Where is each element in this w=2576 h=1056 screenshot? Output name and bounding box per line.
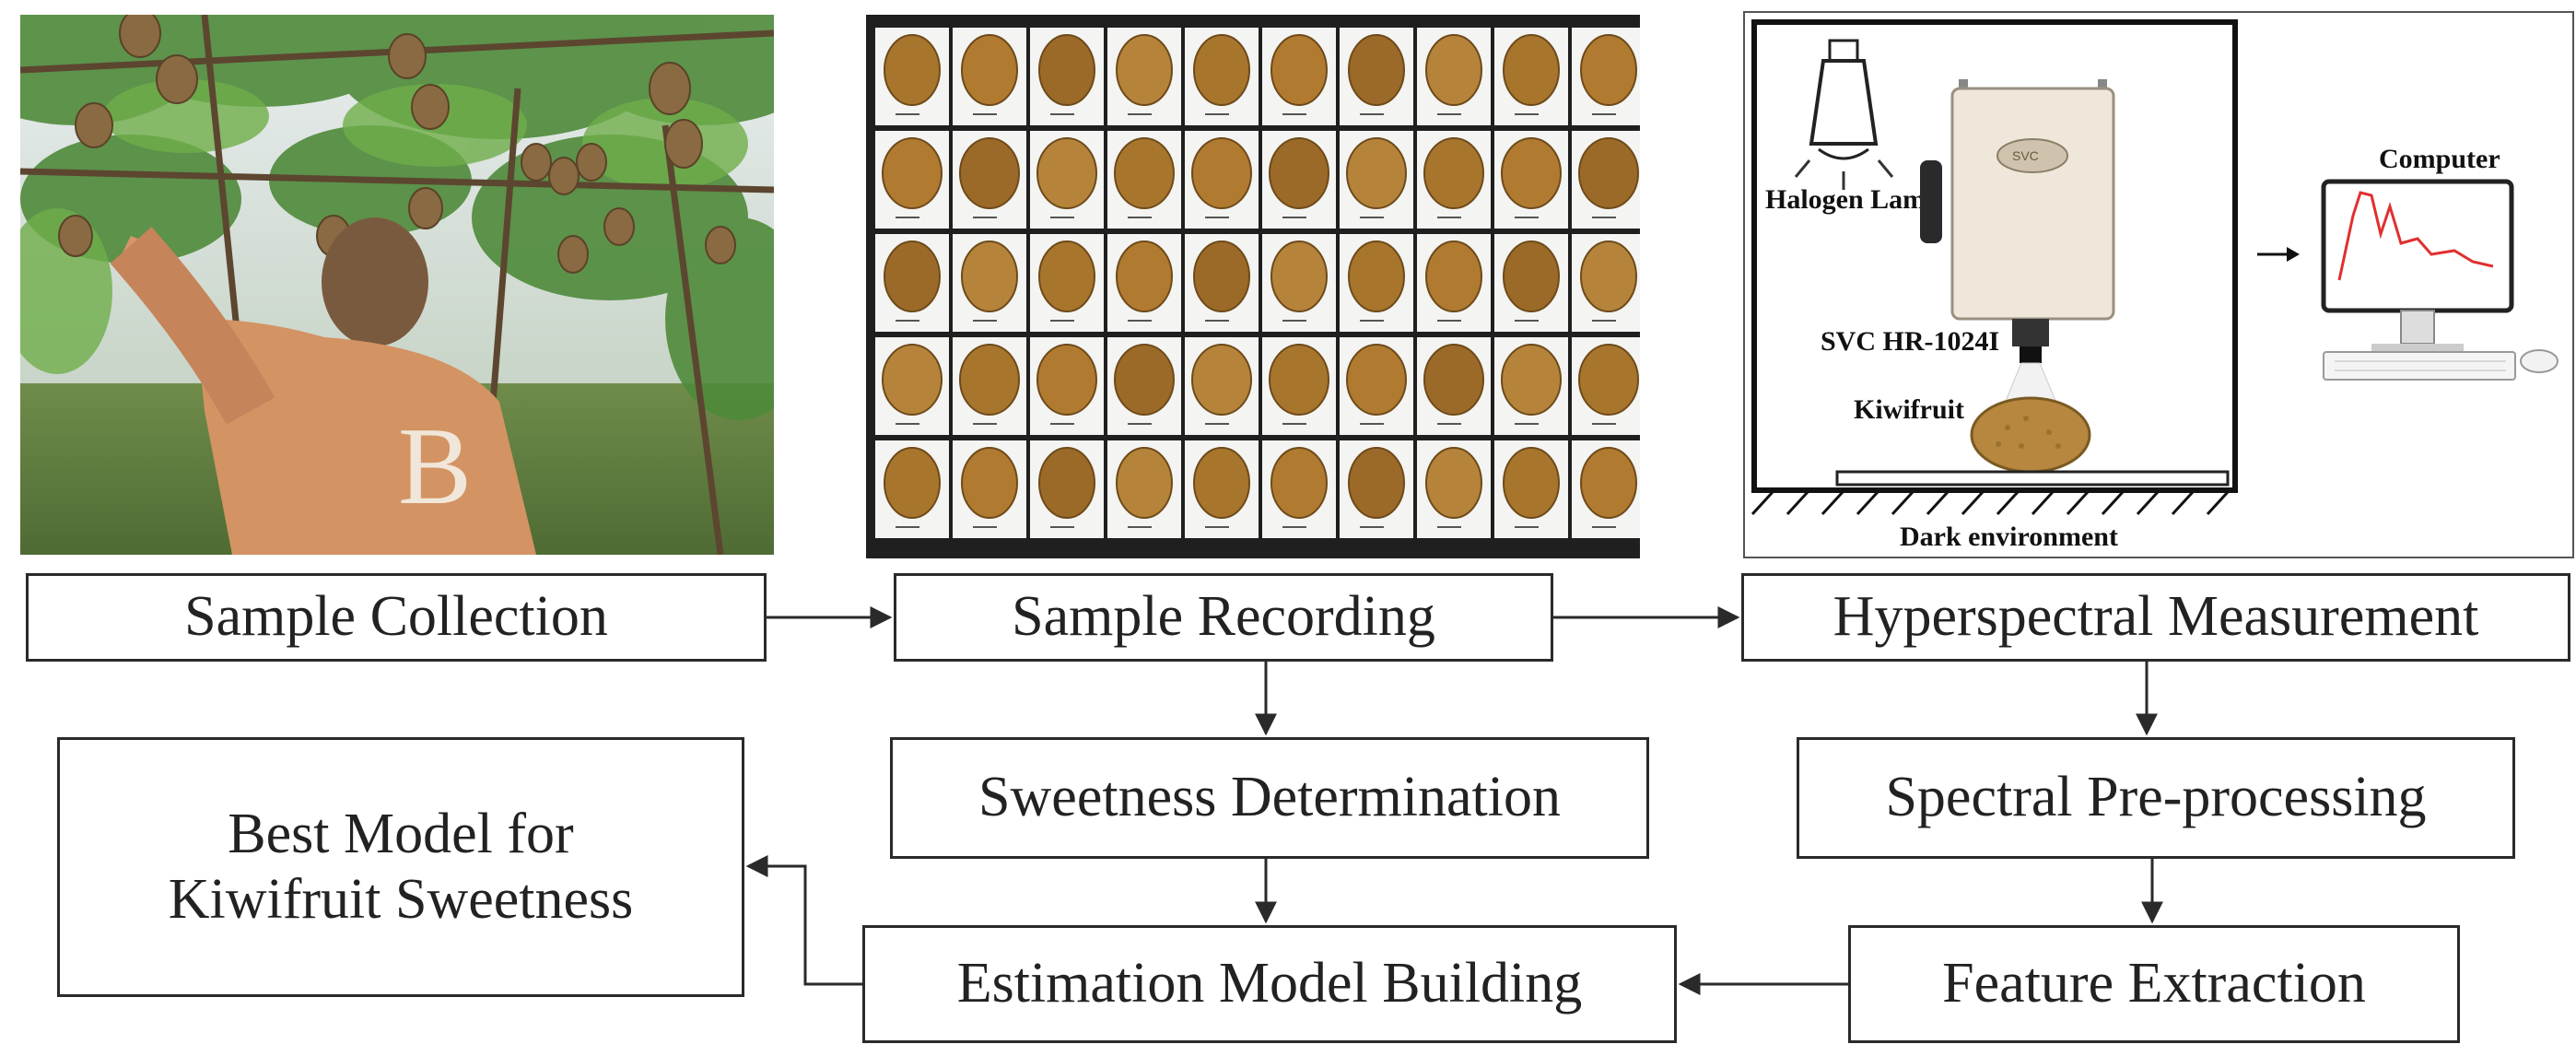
spectral-preprocessing-label: Spectral Pre-processing — [1885, 766, 2427, 829]
feature-extraction-label: Feature Extraction — [1942, 952, 2366, 1015]
kiwifruit-sample — [1423, 137, 1484, 209]
hyperspectral-measurement-box: Hyperspectral Measurement — [1741, 573, 2570, 662]
kiwifruit-sample — [1114, 137, 1175, 209]
kiwifruit-sample — [1116, 447, 1173, 519]
sample-collection-box: Sample Collection — [26, 573, 767, 662]
samples-photo — [866, 15, 1640, 558]
computer-label: Computer — [2379, 144, 2500, 174]
sample-recording-label: Sample Recording — [1012, 585, 1435, 649]
svg-text:SVC: SVC — [2012, 148, 2039, 163]
kiwifruit-sample — [1193, 241, 1250, 312]
kiwifruit-sample — [959, 137, 1020, 209]
estimation-model-box: Estimation Model Building — [862, 925, 1677, 1043]
kiwifruit-sample — [1578, 344, 1639, 416]
kiwifruit-sample — [1425, 241, 1482, 312]
kiwifruit-sample — [1501, 344, 1562, 416]
kiwifruit-sample — [961, 447, 1018, 519]
kiwifruit-sample — [1191, 137, 1252, 209]
kiwifruit-sample — [1269, 137, 1329, 209]
kiwifruit-sample — [884, 34, 941, 106]
svg-text:B: B — [398, 405, 472, 527]
kiwifruit-sample — [1116, 34, 1173, 106]
feature-extraction-box: Feature Extraction — [1848, 925, 2460, 1043]
arrow-estimation-to-best-model — [745, 855, 862, 986]
hyperspectral-setup-panel: Halogen Lamp SVC SVC HR-1024I Kiwifruit — [1743, 11, 2574, 558]
kiwifruit-sample — [1425, 447, 1482, 519]
kiwifruit-sample — [1193, 447, 1250, 519]
kiwifruit-sample — [882, 137, 943, 209]
spectrometer-device: SVC — [1920, 79, 2115, 363]
device-label: SVC HR-1024I — [1821, 326, 1999, 357]
kiwifruit-sample — [1501, 137, 1562, 209]
kiwifruit-sample — [1503, 447, 1560, 519]
kiwifruit-sample — [884, 241, 941, 312]
kiwifruit-sample-grid — [866, 15, 1640, 558]
kiwifruit-sample — [1270, 34, 1328, 106]
estimation-model-label: Estimation Model Building — [956, 952, 1583, 1015]
hyperspectral-measurement-label: Hyperspectral Measurement — [1832, 585, 2479, 649]
best-model-label: Best Model for Kiwifruit Sweetness — [168, 802, 634, 931]
kiwifruit-sample — [1038, 241, 1095, 312]
orchard-illustration: B — [20, 15, 774, 555]
kiwifruit-sample — [1425, 34, 1482, 106]
kiwifruit-sample — [961, 34, 1018, 106]
kiwifruit-sample — [1114, 344, 1175, 416]
fruit-label: Kiwifruit — [1854, 394, 1964, 425]
kiwifruit-sample — [1269, 344, 1329, 416]
kiwifruit-sample — [1036, 344, 1097, 416]
kiwifruit-sample — [1580, 241, 1637, 312]
kiwifruit-sample — [961, 241, 1018, 312]
sample-collection-label: Sample Collection — [184, 585, 608, 649]
computer-icon — [2321, 179, 2558, 381]
kiwifruit-sample — [1346, 344, 1407, 416]
kiwifruit-sample — [1503, 241, 1560, 312]
kiwifruit-sample — [959, 344, 1020, 416]
kiwifruit-sample — [1116, 241, 1173, 312]
kiwifruit-sample — [1270, 241, 1328, 312]
halogen-lamp-icon — [1794, 39, 1894, 190]
kiwifruit-sample — [1503, 34, 1560, 106]
spectral-preprocessing-box: Spectral Pre-processing — [1797, 737, 2515, 859]
kiwifruit-sample — [1580, 34, 1637, 106]
kiwifruit-sample — [1578, 137, 1639, 209]
orchard-photo: B — [20, 15, 774, 555]
sample-recording-box: Sample Recording — [894, 573, 1553, 662]
kiwifruit-sample — [1348, 34, 1405, 106]
kiwifruit-sample — [1193, 34, 1250, 106]
kiwifruit-sample — [1346, 137, 1407, 209]
sweetness-determination-box: Sweetness Determination — [890, 737, 1649, 859]
environment-label: Dark environment — [1900, 522, 2118, 552]
best-model-box: Best Model for Kiwifruit Sweetness — [57, 737, 744, 997]
sample-platform — [1835, 470, 2230, 487]
kiwifruit-sample — [1191, 344, 1252, 416]
kiwifruit-sample — [1348, 241, 1405, 312]
kiwifruit-sample — [1036, 137, 1097, 209]
kiwifruit-sample — [1348, 447, 1405, 519]
kiwifruit-sample — [1038, 34, 1095, 106]
sweetness-determination-label: Sweetness Determination — [978, 766, 1561, 829]
kiwifruit-sample — [882, 344, 943, 416]
kiwifruit-sample — [1580, 447, 1637, 519]
setup-illustration: Halogen Lamp SVC SVC HR-1024I Kiwifruit — [1751, 19, 2558, 552]
kiwifruit-sample — [1423, 344, 1484, 416]
lamp-label: Halogen Lamp — [1765, 184, 1941, 215]
kiwifruit-sample — [1270, 447, 1328, 519]
kiwifruit-sample — [884, 447, 941, 519]
person-figure: B — [110, 217, 536, 555]
kiwifruit-sample — [1038, 447, 1095, 519]
